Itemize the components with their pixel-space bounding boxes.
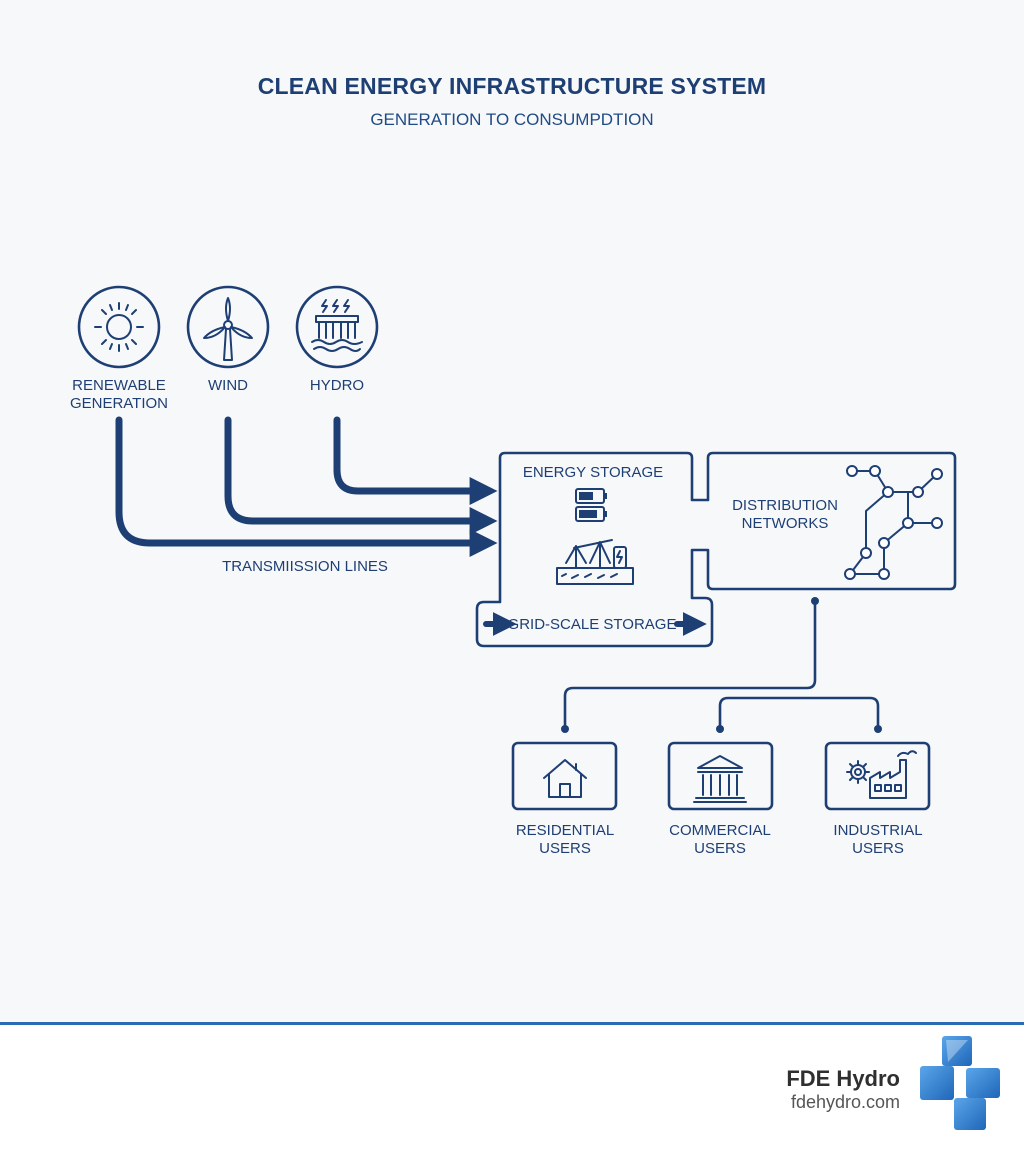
hydro-line [333,416,498,505]
source-label-line1: WIND [208,377,248,394]
source-circle [186,285,270,369]
brand-name: FDE Hydro [786,1066,900,1091]
user-label-line1: COMMERCIAL [669,822,771,839]
source-label-line1: RENEWABLE [72,377,166,394]
diagram-title: CLEAN ENERGY INFRASTRUCTURE SYSTEM [258,73,767,99]
network-nodes-icon [844,465,943,580]
footer [0,1025,1024,1154]
user-box [511,741,618,811]
grid-storage-label: GRID-SCALE STORAGE [508,616,677,633]
renewable-line [115,416,498,557]
brand-url[interactable]: fdehydro.com [790,1092,900,1112]
distribution-label-line2: NETWORKS [742,515,829,532]
wind-turbine-icon [203,297,253,361]
user-box [667,741,774,811]
user-label-line2: USERS [539,840,591,857]
user-label-line2: USERS [852,840,904,857]
wind-line [224,416,498,535]
battery-icon [575,488,607,522]
user-residential: RESIDENTIAL USERS [511,741,618,857]
storage-title: ENERGY STORAGE [523,464,663,481]
diagram-subtitle: GENERATION TO CONSUMPDTION [370,110,653,129]
bank-building-icon [693,755,747,803]
user-label-line1: INDUSTRIAL [833,822,922,839]
source-renewable: RENEWABLE GENERATION [70,285,168,412]
source-circle [295,285,379,369]
hydro-dam-icon [311,299,363,352]
transmission-label: TRANSMIISSION LINES [222,558,388,575]
user-box [824,741,931,811]
user-connectors [561,597,882,733]
source-wind: WIND [186,285,270,394]
user-commercial: COMMERCIAL USERS [667,741,774,857]
source-hydro: HYDRO [295,285,379,394]
distribution-label-line1: DISTRIBUTION [732,497,838,514]
source-circle [77,285,161,369]
user-label-line1: RESIDENTIAL [516,822,614,839]
energy-storage-box: ENERGY STORAGE GRID-SCALE STORAGE [475,451,957,648]
user-industrial: INDUSTRIAL USERS [824,741,931,857]
footer-divider [0,1022,1024,1025]
house-icon [543,759,587,798]
transmission-lines: TRANSMIISSION LINES [115,416,498,575]
fde-hydro-logo [920,1036,1000,1130]
storage-distribution-outline [475,451,957,648]
sun-icon [94,302,144,352]
source-label-line1: HYDRO [310,377,364,394]
distribution-networks: DISTRIBUTION NETWORKS [732,465,943,580]
source-label-line2: GENERATION [70,395,168,412]
pumped-storage-icon [556,539,634,585]
factory-icon [846,750,917,799]
user-label-line2: USERS [694,840,746,857]
